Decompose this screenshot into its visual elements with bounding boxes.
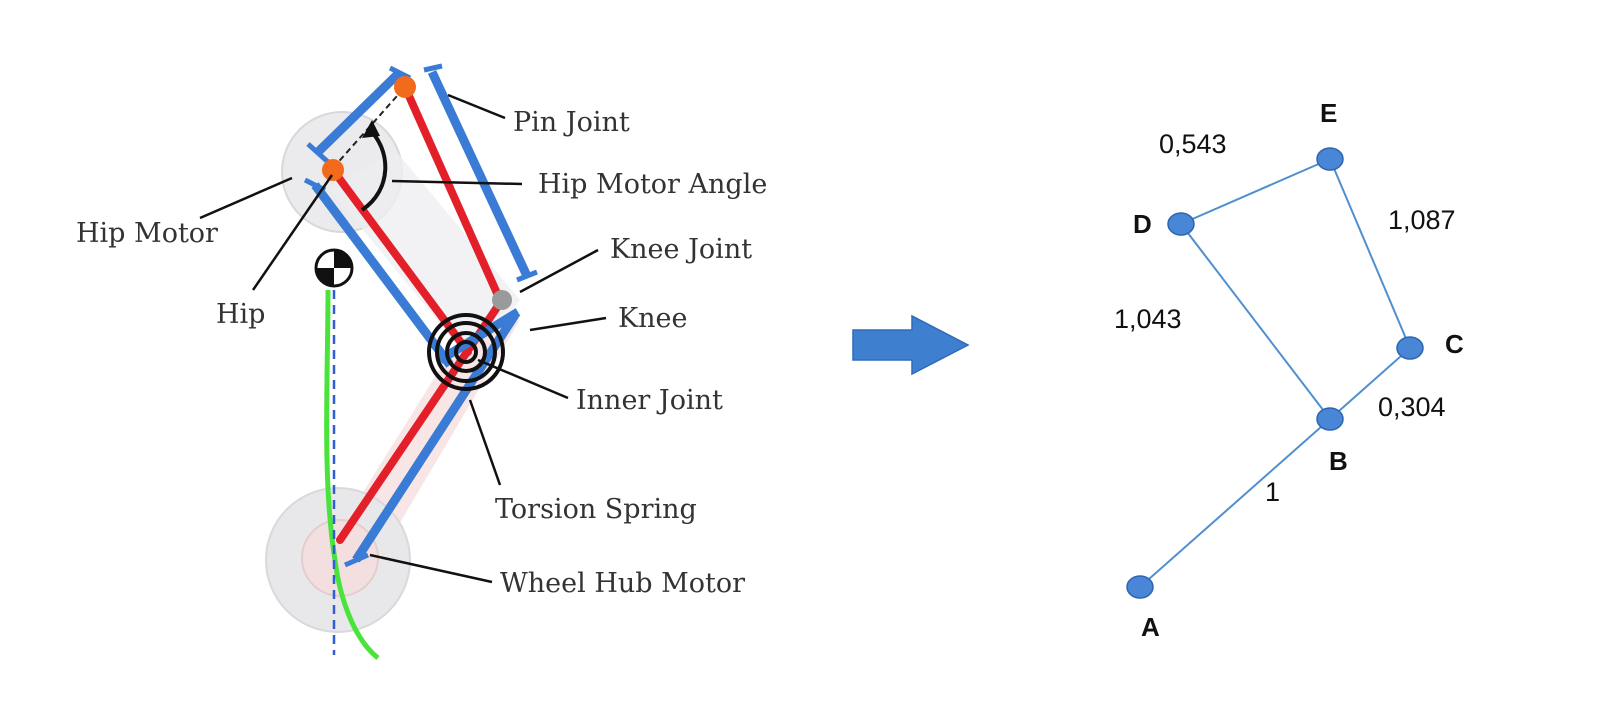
node-label-a: A — [1141, 612, 1160, 642]
right-arrow-icon — [852, 314, 970, 376]
blue-link-left — [311, 182, 454, 368]
node-label-d: D — [1133, 209, 1152, 239]
graph-edge-bd — [1180, 223, 1331, 420]
label-hip-motor: Hip Motor — [76, 218, 218, 249]
orange-pin-joint-top — [394, 76, 416, 98]
label-knee: Knee — [618, 303, 688, 334]
graph-edge-bc — [1329, 347, 1411, 420]
leader-knee — [529, 316, 607, 332]
leader-torsion-spring — [468, 399, 502, 486]
foot-trajectory — [324, 289, 380, 660]
graph-edges — [1139, 158, 1411, 588]
edge-label-ab: 1 — [1265, 477, 1280, 507]
motor-angle-arrow-icon — [360, 120, 388, 212]
endcap-1 — [306, 142, 330, 164]
blue-link-top — [314, 68, 404, 156]
label-hip-motor-angle: Hip Motor Angle — [538, 169, 767, 200]
label-knee-joint: Knee Joint — [610, 234, 752, 265]
graph-node-e — [1316, 147, 1344, 171]
blue-links — [311, 68, 532, 563]
graph-node-d — [1167, 212, 1195, 236]
leader-pin-joint — [447, 93, 506, 120]
label-pin-joint: Pin Joint — [513, 107, 630, 138]
leader-knee-joint — [519, 248, 599, 294]
label-hip: Hip — [216, 299, 265, 330]
node-label-e: E — [1320, 98, 1337, 128]
label-leader-lines — [199, 93, 607, 584]
leader-hip — [251, 174, 334, 291]
label-torsion-spring: Torsion Spring — [495, 494, 697, 525]
center-of-mass-icon — [314, 248, 354, 288]
leader-inner-joint — [477, 358, 569, 400]
leader-hip-motor-angle — [391, 179, 523, 186]
torsion-spring-icon — [427, 313, 505, 391]
blue-link-right — [427, 70, 532, 278]
endcap-3 — [423, 63, 443, 73]
leader-wheel-hub-motor — [369, 553, 493, 584]
edge-label-de: 0,543 — [1159, 129, 1227, 159]
graph-edge-de — [1180, 158, 1331, 225]
blue-link-lower — [352, 312, 519, 563]
label-inner-joint: Inner Joint — [576, 385, 723, 416]
link-graph: A B C D E 1 0,304 1,043 0,543 1,087 — [1114, 98, 1464, 642]
red-link-upper-right — [401, 83, 504, 304]
node-label-b: B — [1329, 446, 1348, 476]
graph-edge-ec — [1329, 158, 1411, 349]
graph-node-c — [1396, 336, 1424, 360]
graph-node-a — [1126, 575, 1154, 599]
endcap-4 — [516, 269, 538, 283]
leg-mechanism: Pin Joint Hip Motor Angle Hip Motor Knee… — [76, 63, 767, 660]
endcap-6 — [344, 552, 369, 568]
orange-pin-joint-hip — [322, 159, 344, 181]
edge-label-ec: 1,087 — [1388, 205, 1456, 235]
node-label-c: C — [1445, 329, 1464, 359]
label-wheel-hub-motor: Wheel Hub Motor — [500, 568, 745, 599]
leader-hip-motor — [199, 176, 293, 220]
graph-node-b — [1316, 407, 1344, 431]
graph-edge-ab — [1139, 418, 1331, 588]
graph-nodes — [1126, 147, 1424, 599]
knee-joint-dot — [492, 290, 512, 310]
edge-label-bc: 0,304 — [1378, 392, 1446, 422]
thigh-shell — [330, 150, 520, 360]
edge-label-bd: 1,043 — [1114, 304, 1182, 334]
